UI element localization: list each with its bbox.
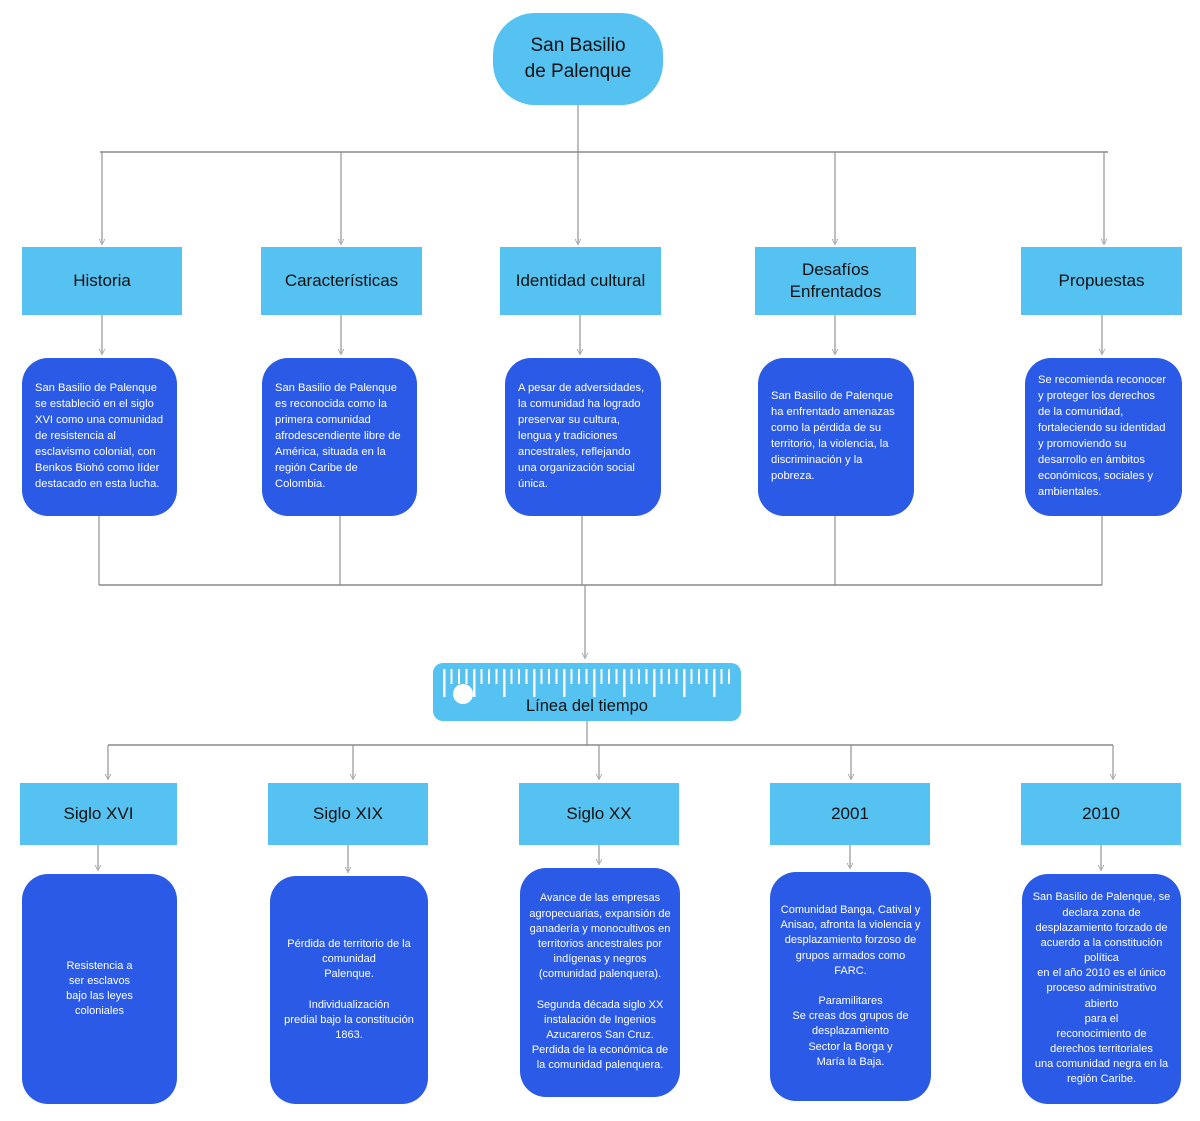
- period-description-2001[interactable]: Comunidad Banga, Catival y Anisao, afron…: [770, 872, 931, 1101]
- branch-title: Identidad cultural: [515, 270, 646, 290]
- branch-node-identidad-cultural[interactable]: Identidad cultural: [500, 247, 661, 315]
- branch-description-historia[interactable]: San Basilio de Palenque se estableció en…: [22, 358, 177, 516]
- timeline-node[interactable]: Línea del tiempo: [433, 663, 741, 721]
- branch-node-historia[interactable]: Historia: [22, 247, 182, 315]
- period-title: 2001: [831, 803, 869, 823]
- branch-node-propuestas[interactable]: Propuestas: [1021, 247, 1182, 315]
- period-title: 2010: [1082, 803, 1120, 823]
- period-node-2010[interactable]: 2010: [1021, 783, 1181, 845]
- period-description-text: Comunidad Banga, Catival y Anisao, afron…: [780, 904, 921, 1068]
- root-node-san-basilio[interactable]: San Basilio de Palenque: [493, 13, 663, 105]
- branch-description-text: Se recomienda reconocer y proteger los d…: [1038, 374, 1167, 498]
- ruler-hole-icon: [453, 684, 473, 704]
- branch-description-text: A pesar de adversidades, la comunidad ha…: [518, 382, 645, 490]
- branch-title: Historia: [73, 270, 131, 290]
- period-description-text: Avance de las empresas agropecuarias, ex…: [529, 892, 671, 1072]
- branch-description-text: San Basilio de Palenque es reconocida co…: [275, 382, 401, 490]
- root-node-label: San Basilio de Palenque: [524, 35, 632, 82]
- branch-description-caracteristicas[interactable]: San Basilio de Palenque es reconocida co…: [262, 358, 417, 516]
- branch-node-caracteristicas[interactable]: Características: [261, 247, 422, 315]
- period-description-text: San Basilio de Palenque, se declara zona…: [1032, 891, 1171, 1086]
- period-description-siglo-xvi[interactable]: Resistencia a ser esclavos bajo las leye…: [22, 874, 177, 1104]
- period-description-siglo-xix[interactable]: Pérdida de territorio de la comunidad Pa…: [270, 876, 428, 1104]
- branch-description-text: San Basilio de Palenque se estableció en…: [35, 382, 164, 490]
- ruler-icon: [443, 669, 733, 697]
- branch-description-desafios-enfrentados[interactable]: San Basilio de Palenque ha enfrentado am…: [758, 358, 914, 516]
- period-node-siglo-xix[interactable]: Siglo XIX: [268, 783, 428, 845]
- period-description-siglo-xx[interactable]: Avance de las empresas agropecuarias, ex…: [520, 868, 680, 1097]
- branch-title: Características: [284, 270, 399, 290]
- period-description-text: Resistencia a ser esclavos bajo las leye…: [66, 959, 133, 1018]
- branch-title: Propuestas: [1058, 270, 1145, 290]
- branch-title: Desafíos Enfrentados: [789, 259, 882, 301]
- branch-description-text: San Basilio de Palenque ha enfrentado am…: [771, 390, 895, 482]
- period-description-text: Pérdida de territorio de la comunidad Pa…: [284, 937, 414, 1041]
- period-node-2001[interactable]: 2001: [770, 783, 930, 845]
- period-node-siglo-xvi[interactable]: Siglo XVI: [20, 783, 177, 845]
- period-title: Siglo XVI: [63, 803, 134, 823]
- timeline-label: Línea del tiempo: [525, 697, 648, 715]
- period-title: Siglo XX: [566, 803, 632, 823]
- branch-description-identidad-cultural[interactable]: A pesar de adversidades, la comunidad ha…: [505, 358, 661, 516]
- period-description-2010[interactable]: San Basilio de Palenque, se declara zona…: [1022, 874, 1181, 1104]
- branch-description-propuestas[interactable]: Se recomienda reconocer y proteger los d…: [1025, 358, 1182, 516]
- period-node-siglo-xx[interactable]: Siglo XX: [519, 783, 679, 845]
- branch-node-desafios-enfrentados[interactable]: Desafíos Enfrentados: [755, 247, 916, 315]
- period-title: Siglo XIX: [313, 803, 383, 823]
